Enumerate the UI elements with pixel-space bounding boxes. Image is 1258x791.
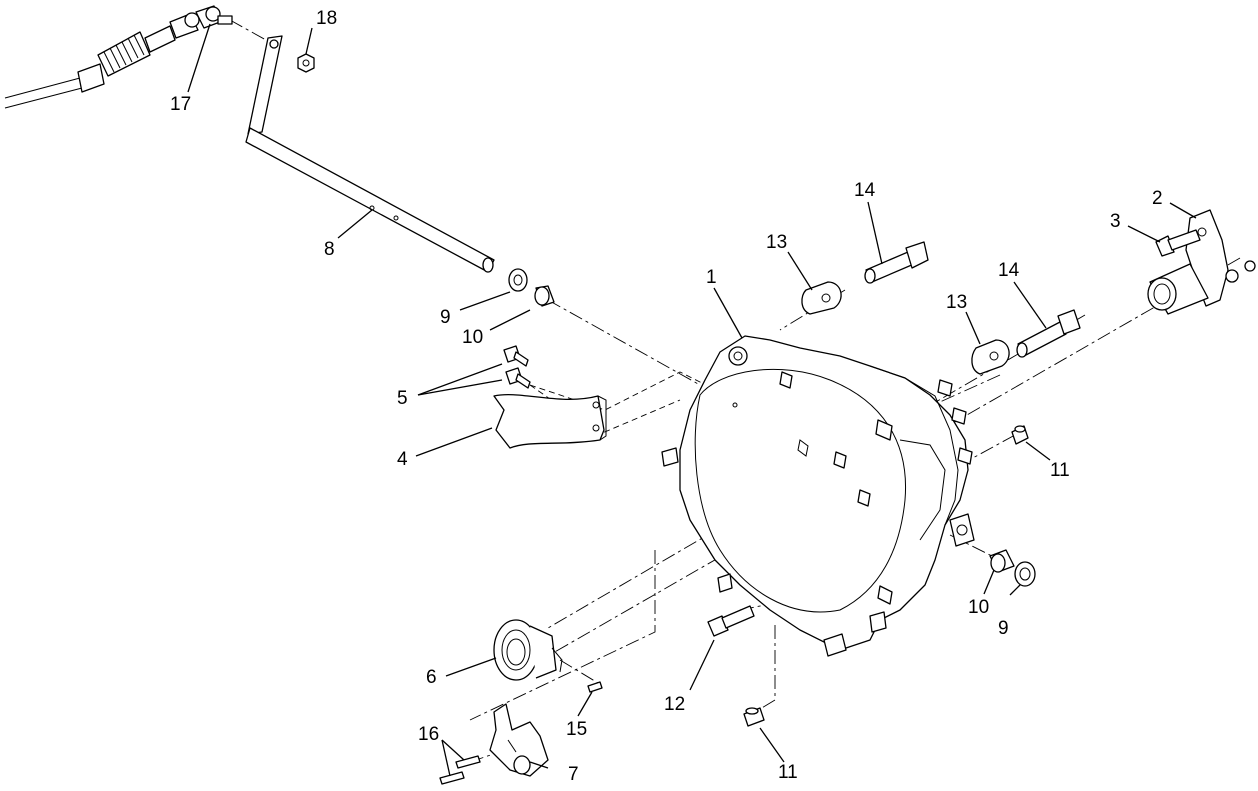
callout-7: 7 bbox=[568, 764, 579, 785]
callout-1: 1 bbox=[706, 267, 717, 288]
dowel-11-lower bbox=[743, 707, 765, 727]
callout-17: 17 bbox=[170, 94, 191, 115]
callout-14-upper: 14 bbox=[854, 180, 876, 201]
callout-10-upper: 10 bbox=[462, 327, 483, 348]
callout-6: 6 bbox=[426, 667, 437, 688]
callout-18: 18 bbox=[316, 8, 337, 29]
shield-4 bbox=[493, 393, 607, 449]
plate-13-upper bbox=[801, 281, 842, 315]
leader-lines bbox=[187, 23, 1197, 777]
callout-15: 15 bbox=[566, 719, 587, 740]
lever-shaft bbox=[245, 35, 495, 273]
bushing-10-upper bbox=[534, 285, 555, 307]
bolt-3 bbox=[1155, 229, 1201, 257]
callout-labels: 1 2 3 4 5 6 7 8 9 9 10 10 11 11 12 13 13… bbox=[170, 8, 1163, 785]
callout-11-upper: 11 bbox=[1050, 460, 1070, 481]
pins-16 bbox=[439, 755, 481, 785]
callout-14-lower: 14 bbox=[998, 260, 1020, 281]
callout-9-upper: 9 bbox=[440, 307, 451, 328]
cable-assembly bbox=[4, 5, 233, 109]
nut-18 bbox=[297, 53, 315, 73]
bushing-10-lower bbox=[989, 549, 1015, 573]
bolt-12 bbox=[707, 605, 755, 637]
bellhousing-1 bbox=[661, 335, 975, 657]
callout-2: 2 bbox=[1152, 188, 1163, 209]
callout-9-lower: 9 bbox=[998, 618, 1009, 639]
callout-3: 3 bbox=[1110, 211, 1121, 232]
callout-4: 4 bbox=[397, 449, 408, 470]
plate-13-lower bbox=[971, 339, 1010, 375]
bolt-14-upper bbox=[864, 241, 929, 284]
bracket-2 bbox=[1147, 209, 1256, 315]
bearing-9-upper bbox=[508, 268, 528, 292]
bolts-5 bbox=[503, 345, 531, 389]
callout-16: 16 bbox=[418, 724, 439, 745]
bolt-14-lower bbox=[1016, 309, 1081, 358]
release-bearing-6 bbox=[493, 619, 563, 681]
callout-13-lower: 13 bbox=[946, 292, 967, 313]
callout-10-lower: 10 bbox=[968, 597, 989, 618]
callout-13-upper: 13 bbox=[766, 232, 787, 253]
callout-5: 5 bbox=[397, 388, 408, 409]
release-fork-7 bbox=[489, 703, 549, 777]
bearing-9-lower bbox=[1014, 561, 1036, 587]
dowel-11-upper bbox=[1011, 425, 1029, 445]
callout-11-lower: 11 bbox=[778, 762, 798, 783]
callout-12: 12 bbox=[664, 694, 685, 715]
pin-15 bbox=[587, 681, 603, 693]
callout-8: 8 bbox=[324, 239, 335, 260]
